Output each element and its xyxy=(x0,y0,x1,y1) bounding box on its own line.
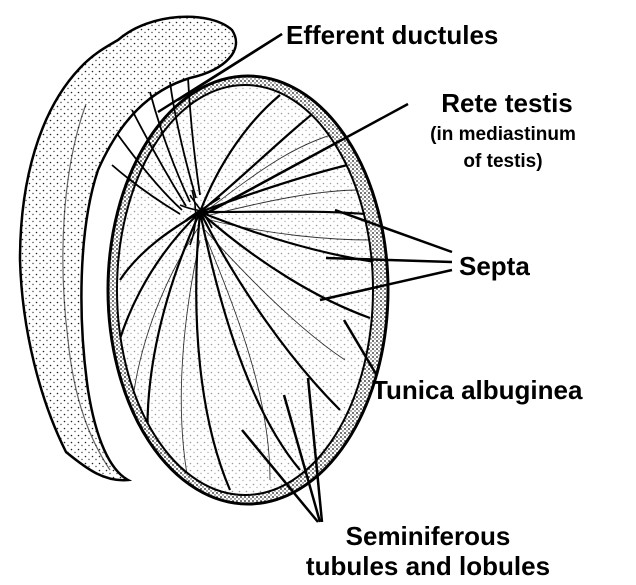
label-rete-testis-sub2: of testis) xyxy=(392,152,614,171)
label-tunica-albuginea: Tunica albuginea xyxy=(372,377,582,403)
label-rete-testis-sub1: (in mediastinum xyxy=(392,125,614,144)
label-septa: Septa xyxy=(459,253,530,279)
label-seminiferous-line1: Seminiferous xyxy=(263,523,593,549)
label-seminiferous-line2: tubules and lobules xyxy=(243,553,613,579)
label-rete-testis: Rete testis xyxy=(417,90,597,116)
label-efferent-ductules: Efferent ductules xyxy=(286,22,498,48)
